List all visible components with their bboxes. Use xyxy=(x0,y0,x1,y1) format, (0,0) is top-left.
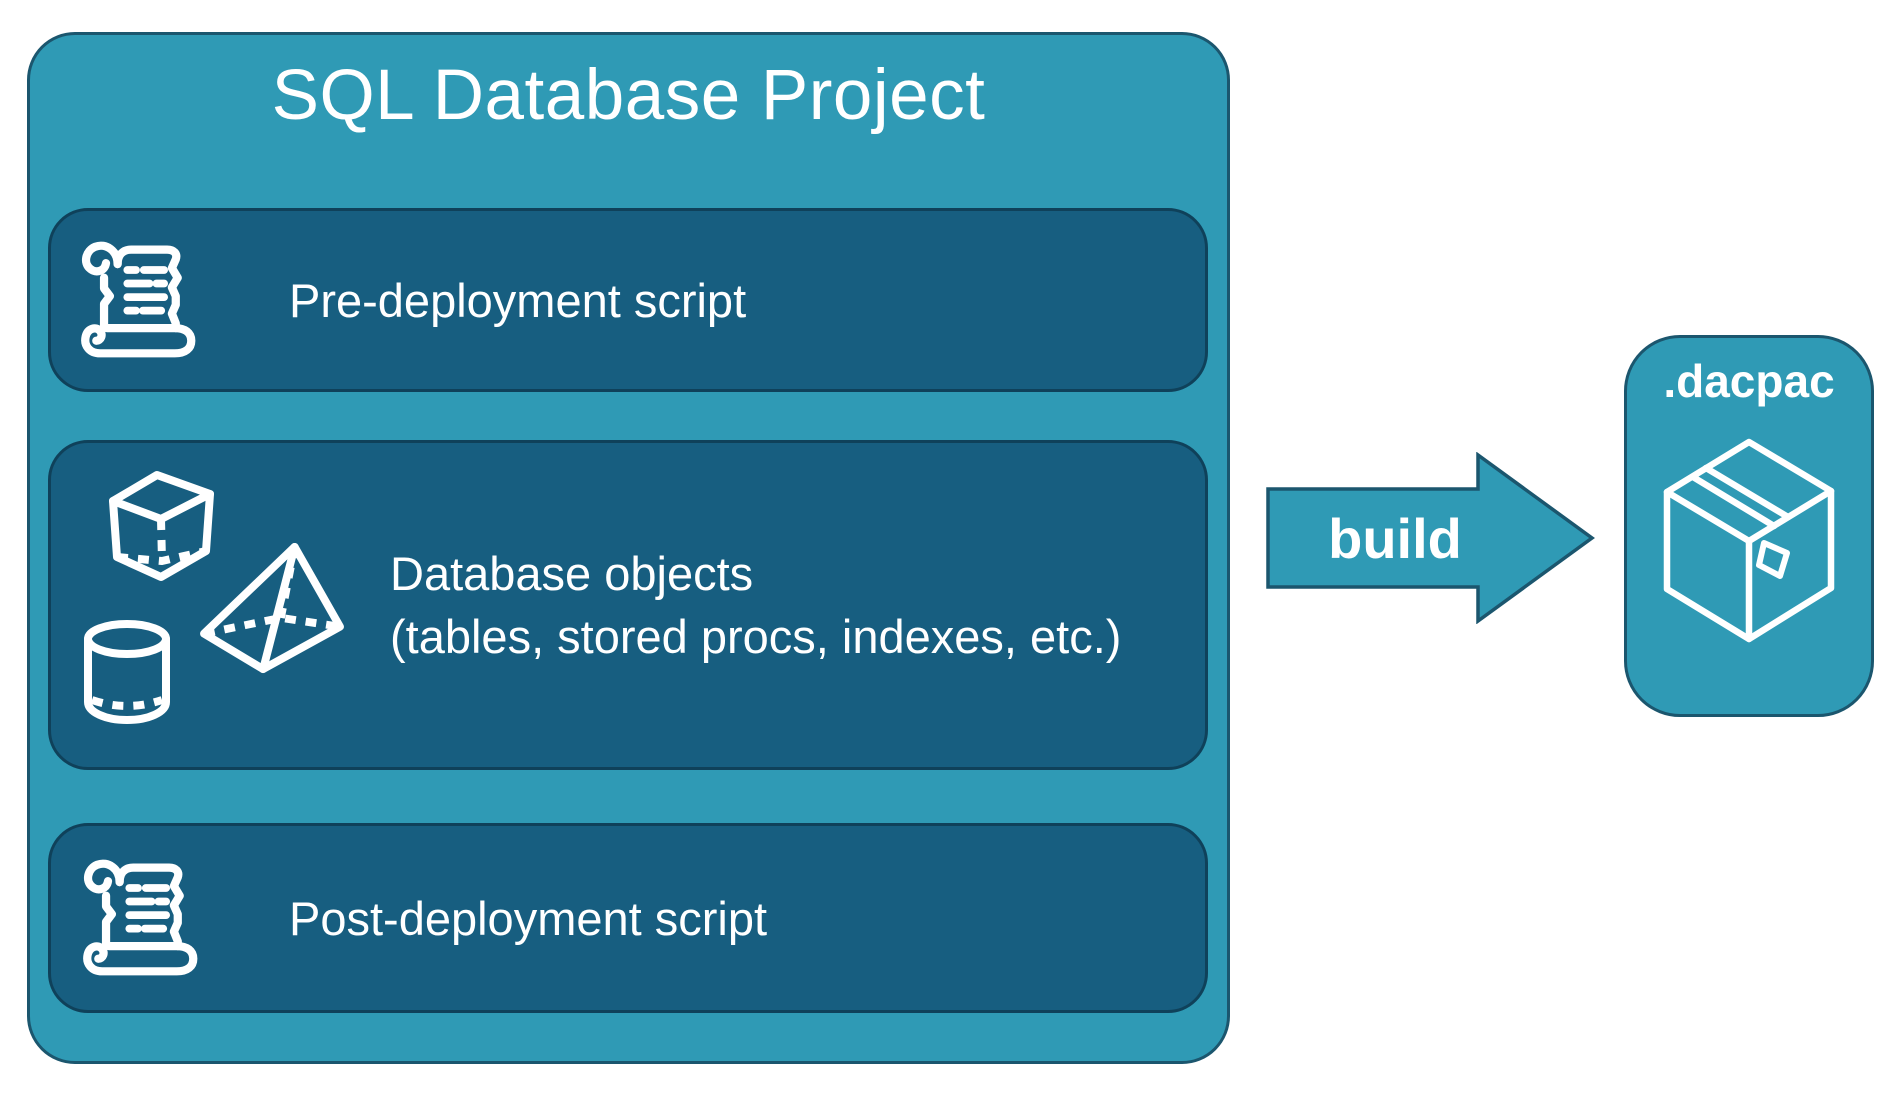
database-objects-panel xyxy=(48,440,1208,770)
post-deployment-label: Post-deployment script xyxy=(289,891,768,945)
scroll-icon xyxy=(76,852,202,984)
project-title: SQL Database Project xyxy=(271,55,986,135)
scroll-icon xyxy=(74,234,200,366)
post-deployment-panel xyxy=(48,823,1208,1013)
package-icon xyxy=(1663,438,1835,643)
build-arrow-label: build xyxy=(1328,506,1462,570)
pre-deployment-label: Pre-deployment script xyxy=(289,273,747,327)
cube-icon xyxy=(109,471,214,581)
pyramid-icon xyxy=(200,542,344,674)
database-objects-line1: Database objects xyxy=(390,547,754,600)
cylinder-icon xyxy=(84,620,170,724)
database-objects-label: Database objects (tables, stored procs, … xyxy=(390,440,1121,770)
build-arrow xyxy=(1266,452,1595,624)
database-objects-line2: (tables, stored procs, indexes, etc.) xyxy=(390,610,1122,663)
pre-deployment-panel xyxy=(48,208,1208,392)
dacpac-label: .dacpac xyxy=(1663,355,1835,407)
